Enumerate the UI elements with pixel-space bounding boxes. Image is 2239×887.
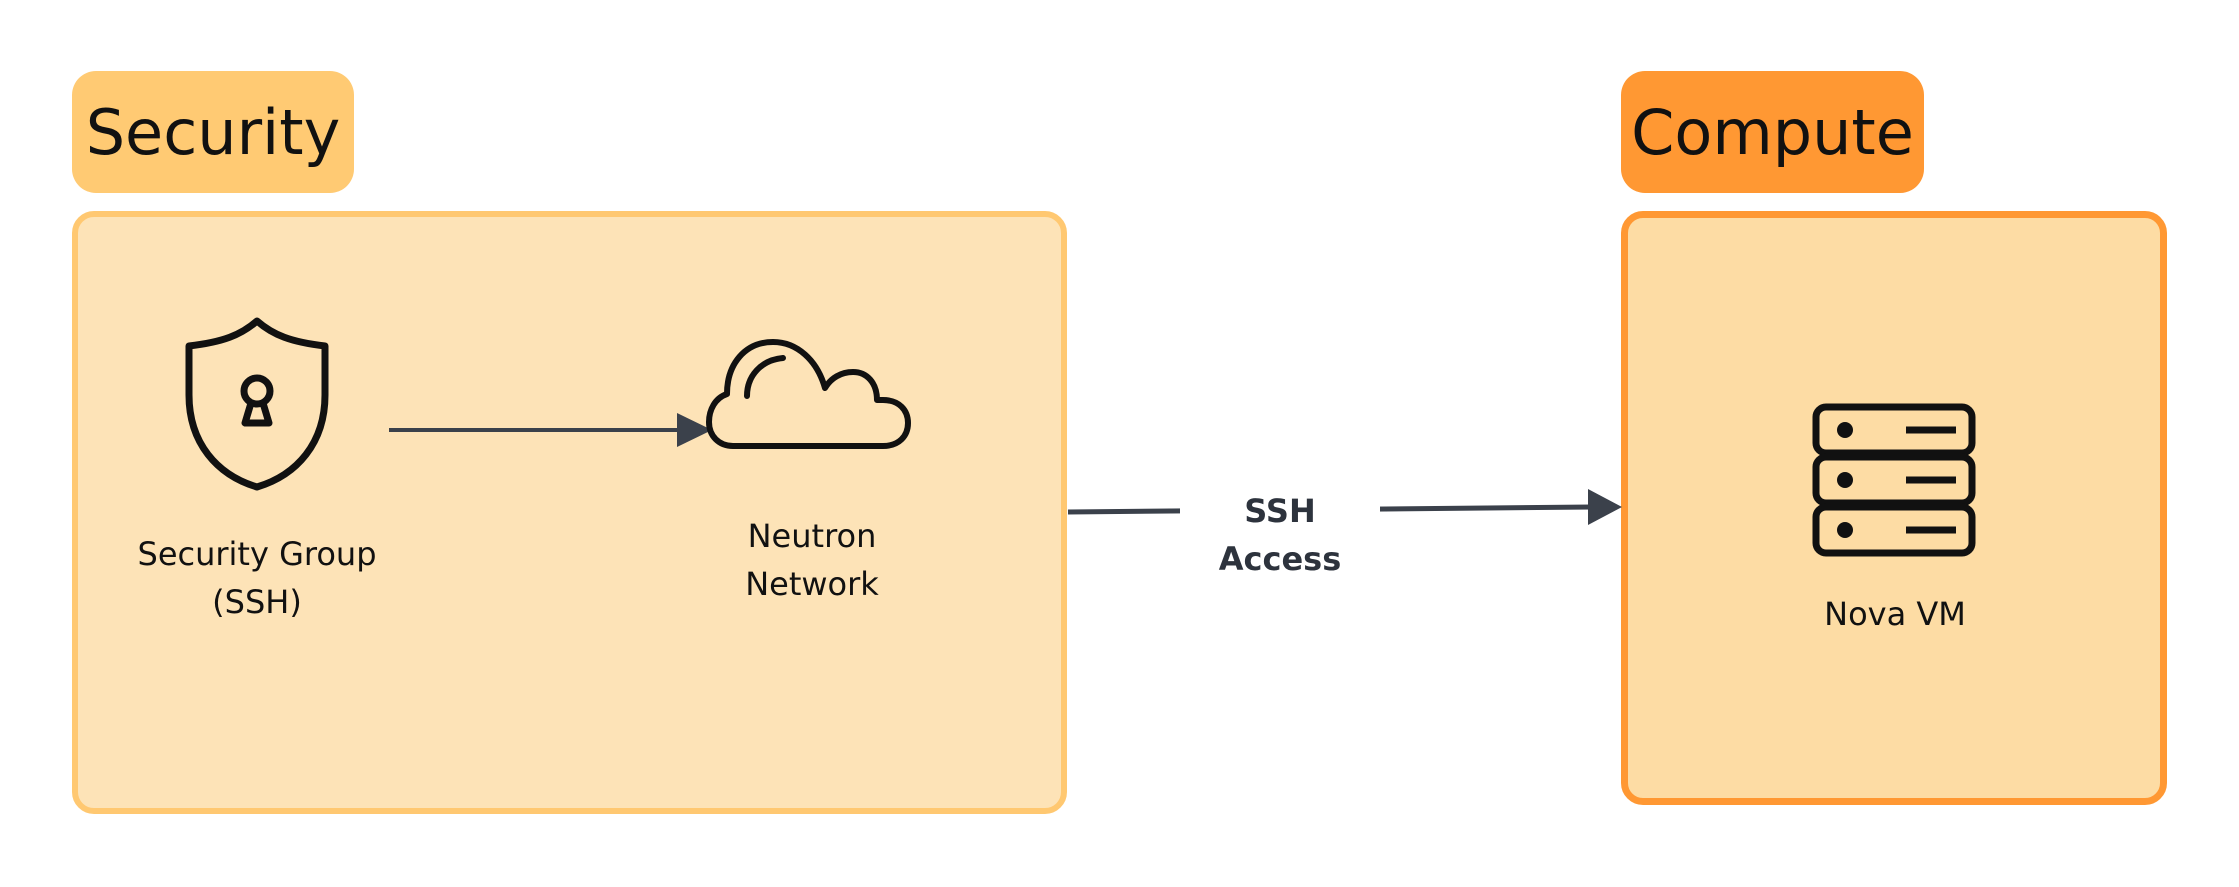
node-label-neutron-network: Neutron Network (745, 517, 879, 603)
shield-lock-icon (185, 317, 329, 491)
edge-label-ssh-access: SSH Access (1180, 487, 1380, 578)
security-container (72, 211, 1067, 814)
cloud-icon (706, 339, 911, 449)
node-label-nova-vm: Nova VM (1824, 595, 1966, 633)
compute-group-tag: Compute (1621, 71, 1924, 193)
compute-group-title: Compute (1631, 95, 1914, 169)
edge-ssh-access-arrowhead (1588, 489, 1622, 525)
edge-sg-to-network-arrowhead (677, 413, 712, 447)
security-group-title: Security (85, 95, 341, 169)
node-label-security-group: Security Group (SSH) (137, 535, 377, 621)
server-rack-icon (1812, 403, 1976, 557)
security-group-tag: Security (72, 71, 354, 193)
